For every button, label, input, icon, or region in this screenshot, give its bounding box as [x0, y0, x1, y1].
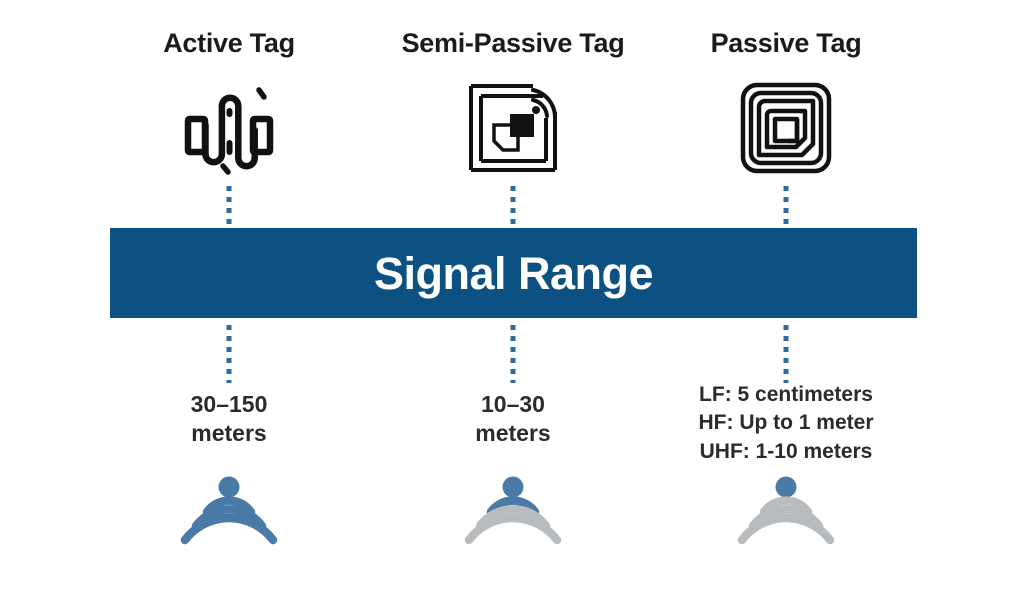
signal-strength-low-icon [736, 470, 836, 550]
signal-range-banner: Signal Range [110, 228, 917, 318]
passive-tag-coil-icon [736, 78, 836, 178]
range-line: LF: 5 centimeters [699, 383, 873, 406]
active-tag-waveform-icon [179, 78, 279, 178]
connector-dots-top-passive-tag [783, 186, 789, 228]
connector-dots-bottom-semi-passive-tag [510, 325, 516, 383]
range-line: UHF: 1-10 meters [699, 439, 873, 463]
connector-dots-bottom-active-tag [226, 325, 232, 383]
range-line: 10–30 [481, 391, 545, 417]
range-line: meters [191, 420, 267, 447]
column-title-passive-tag: Passive Tag [710, 28, 862, 58]
range-label-semi-passive-tag: 10–30 meters [475, 390, 550, 449]
column-title-active-tag: Active Tag [163, 28, 295, 58]
range-line: 30–150 [190, 391, 268, 417]
semi-passive-tag-rfid-icon [463, 78, 563, 178]
range-line: meters [475, 420, 551, 447]
connector-dots-bottom-passive-tag [783, 325, 789, 383]
range-line: HF: Up to 1 meter [698, 411, 874, 435]
connector-dots-top-active-tag [226, 186, 232, 228]
column-title-semi-passive-tag: Semi-Passive Tag [401, 28, 625, 58]
signal-strength-high-icon [179, 470, 279, 550]
range-label-active-tag: 30–150 meters [191, 390, 268, 449]
signal-strength-medium-icon [463, 470, 563, 550]
range-label-passive-tag: LF: 5 centimeters HF: Up to 1 meter UHF:… [698, 381, 873, 466]
signal-range-banner-label: Signal Range [373, 247, 654, 299]
connector-dots-top-semi-passive-tag [510, 186, 516, 228]
